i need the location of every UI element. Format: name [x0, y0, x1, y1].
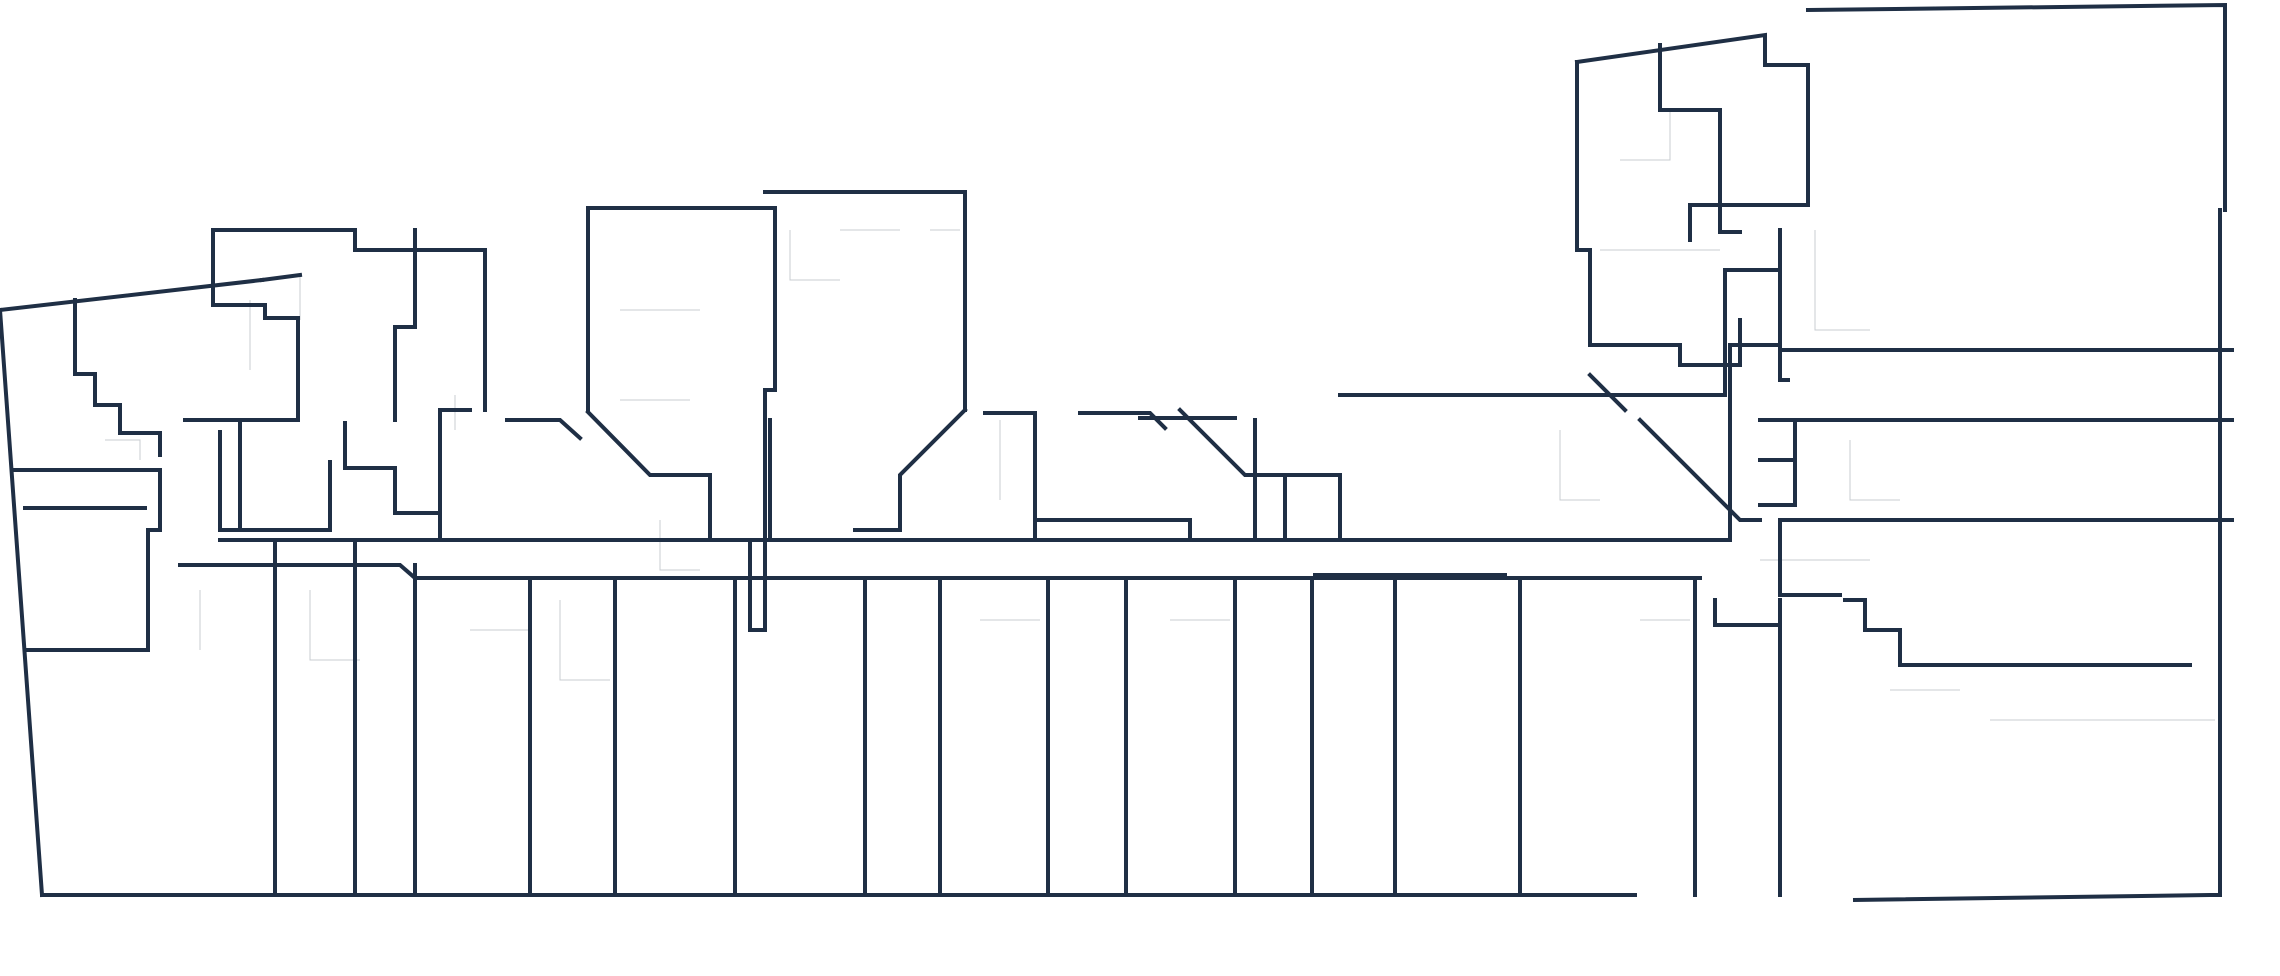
wall-segment — [343, 408, 472, 515]
wall-segment — [0, 277, 265, 313]
wall-segment — [183, 228, 300, 422]
wall-segment — [1693, 393, 1732, 542]
wall-segment — [1033, 518, 1287, 542]
wall-segment — [1658, 43, 1742, 234]
wall-segment — [1283, 473, 1342, 542]
structural-walls — [0, 2, 2234, 903]
wall-segment — [1843, 598, 2192, 667]
interior-fixtures — [105, 110, 2215, 721]
wall-segment — [13, 468, 162, 652]
wall-segment — [585, 409, 712, 542]
interior-line — [559, 600, 610, 681]
wall-segment — [1078, 411, 1168, 431]
wall-segment — [505, 418, 583, 441]
wall-segment — [1574, 32, 1810, 242]
wall-segment — [73, 298, 162, 457]
wall-segment — [0, 307, 45, 898]
wall-segment — [1852, 208, 2222, 903]
wall-segment — [1177, 407, 1287, 542]
wall-segment — [1713, 598, 1782, 627]
wall-segment — [748, 388, 767, 632]
wall-segment — [1778, 518, 1842, 597]
wall-segment — [1637, 417, 1762, 522]
wall-segment — [1805, 2, 2227, 212]
wall-segment — [586, 206, 777, 392]
wall-segment — [1723, 268, 1782, 397]
interior-line — [789, 230, 840, 281]
interior-line — [659, 520, 700, 571]
wall-segment — [438, 408, 1057, 542]
wall-segment — [763, 190, 967, 412]
interior-line — [105, 439, 141, 460]
interior-line — [1620, 110, 1671, 161]
wall-segment — [393, 228, 417, 422]
interior-line — [309, 590, 360, 661]
wall-segment — [1587, 372, 1628, 413]
wall-segment — [1778, 228, 1790, 382]
interior-line — [1849, 440, 1900, 501]
wall-segment — [1338, 268, 1727, 397]
wall-segment — [218, 430, 332, 532]
wall-segment — [259, 272, 303, 283]
interior-line — [1814, 230, 1870, 331]
wall-segment — [853, 407, 968, 532]
interior-line — [1559, 430, 1600, 501]
wall-segment — [178, 563, 418, 581]
wall-segment — [1758, 418, 1797, 507]
wall-segment — [983, 411, 1037, 542]
wall-segment — [211, 228, 487, 412]
